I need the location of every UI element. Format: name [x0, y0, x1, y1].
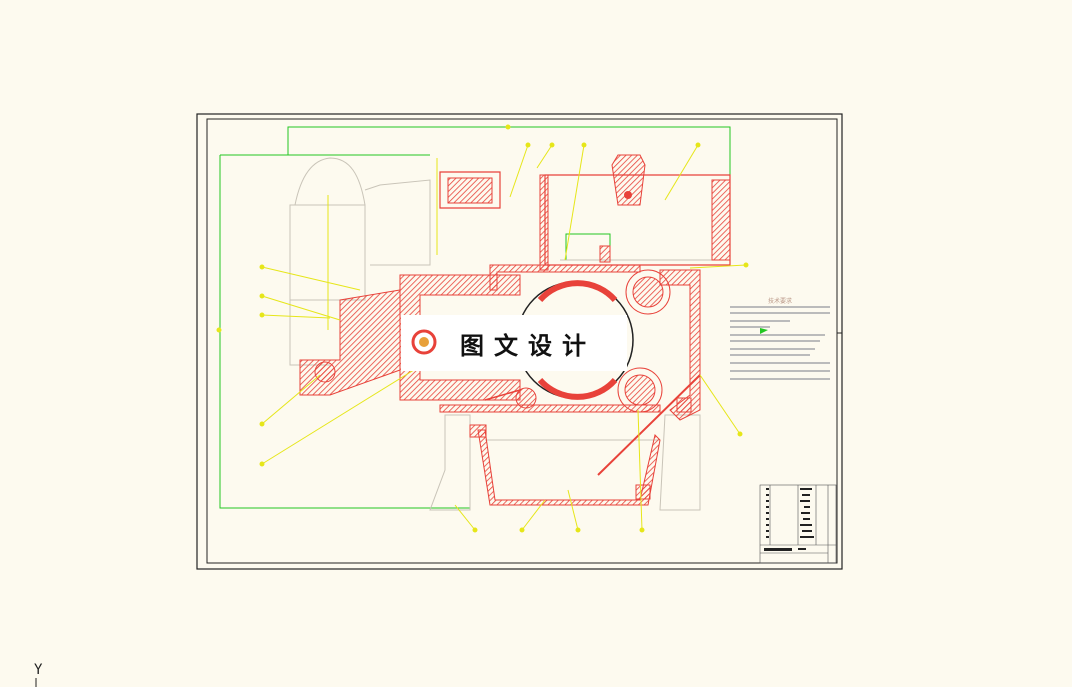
technical-notes	[730, 306, 830, 380]
outer-frame	[196, 113, 843, 570]
watermark-logo-icon	[411, 329, 437, 355]
ucs-axis-label: Y	[34, 662, 43, 678]
watermark-text: 图文设计	[460, 331, 596, 360]
leader-lines	[216, 124, 749, 533]
engine-section	[299, 154, 731, 506]
inner-frame	[206, 118, 838, 564]
title-block	[759, 484, 837, 564]
notes-title: 技术要求	[768, 298, 793, 305]
watermark: 图文设计	[401, 315, 627, 371]
